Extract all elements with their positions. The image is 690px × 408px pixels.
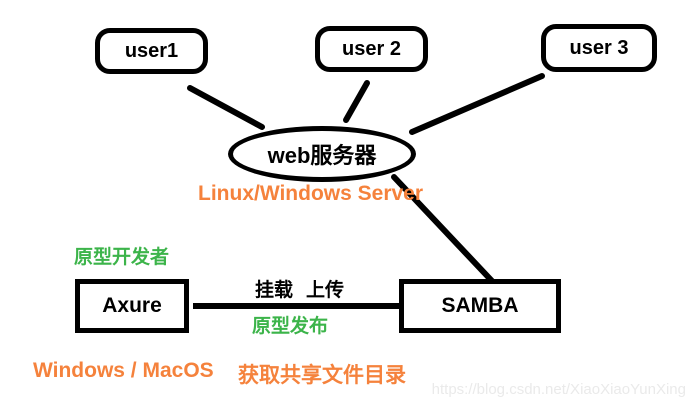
server-os-caption: Linux/Windows Server — [198, 182, 424, 205]
node-samba-label: SAMBA — [441, 294, 519, 317]
edge-label-mount-upload: 挂载上传 — [255, 275, 344, 302]
edge-server-samba — [391, 174, 495, 284]
node-user3-label: user 3 — [569, 36, 629, 59]
node-axure-label: Axure — [102, 294, 162, 317]
node-web-server-label: web服务器 — [267, 143, 377, 168]
node-user3: user 3 — [541, 24, 657, 72]
node-user2: user 2 — [315, 26, 428, 72]
mount-label: 挂载 — [255, 280, 294, 301]
node-samba: SAMBA — [399, 279, 561, 333]
watermark-url: https://blog.csdn.net/XiaoXiaoYunXing — [431, 381, 686, 398]
edge-user1-server — [187, 85, 265, 130]
node-user1-label: user1 — [124, 39, 179, 62]
edge-user2-server — [343, 80, 370, 123]
upload-label: 上传 — [306, 280, 345, 301]
node-user1: user1 — [95, 28, 208, 74]
publish-label: 原型发布 — [252, 316, 329, 337]
fetch-share-caption: 获取共享文件目录 — [238, 364, 406, 387]
client-os-caption: Windows / MacOS — [33, 359, 214, 382]
developer-role-caption: 原型开发者 — [74, 247, 170, 268]
node-user2-label: user 2 — [342, 37, 401, 60]
edge-user3-server — [409, 73, 545, 135]
node-web-server: web服务器 — [228, 126, 416, 182]
node-axure: Axure — [75, 279, 189, 333]
